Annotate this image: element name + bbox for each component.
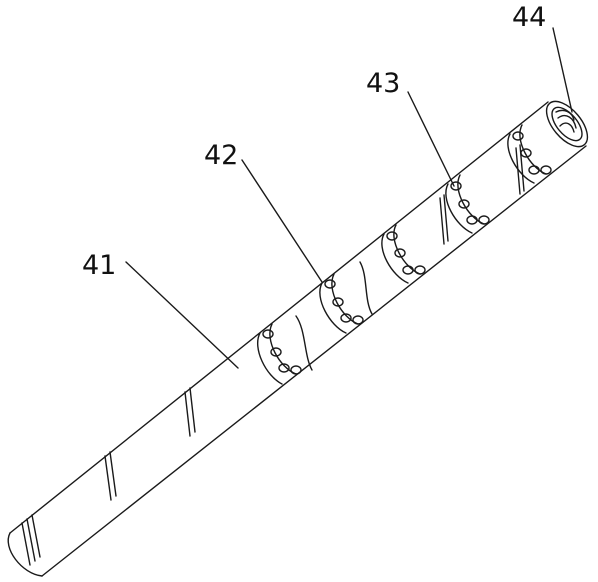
seam-band-2 <box>104 451 117 501</box>
label-44: 44 <box>512 2 547 33</box>
leader-lines <box>125 27 573 369</box>
label-43: 43 <box>366 68 401 99</box>
seam-band-1 <box>21 514 41 566</box>
label-42: 42 <box>204 140 239 171</box>
end-cap <box>545 100 589 148</box>
seam-band-3 <box>184 387 196 437</box>
tube-body <box>7 101 587 577</box>
perforated-ring-1 <box>257 315 313 385</box>
label-41: 41 <box>82 250 117 281</box>
perforation-holes <box>262 131 552 375</box>
perforated-ring-4 <box>445 144 525 234</box>
